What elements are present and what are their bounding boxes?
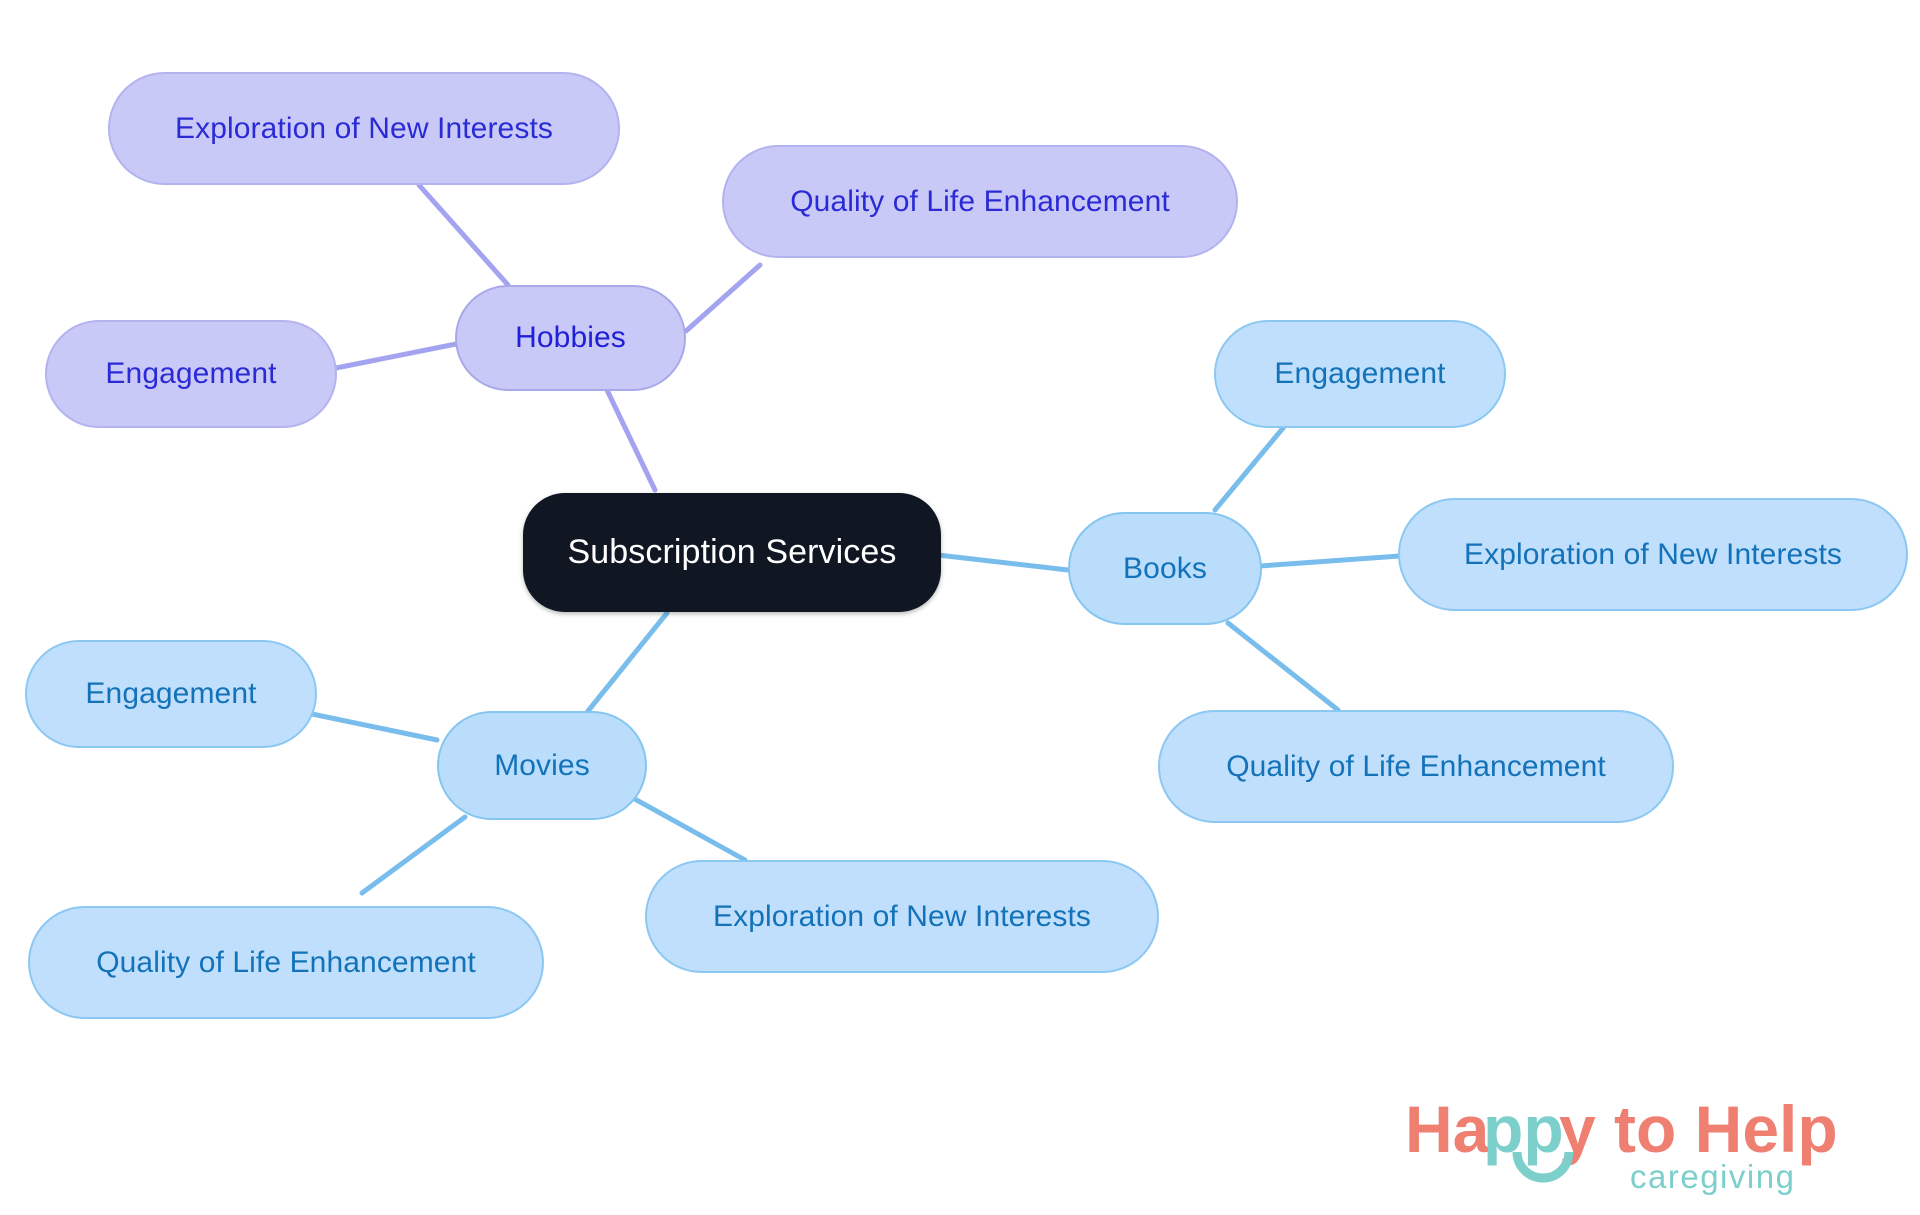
branch-node-movies[interactable]: Movies [437,711,647,820]
leaf-node-books-quality-of-life-enhancement[interactable]: Quality of Life Enhancement [1158,710,1674,823]
leaf-node-movies-engagement[interactable]: Engagement [25,640,317,748]
edge-movies-exploration [630,795,748,863]
logo-text-part1: Ha [1405,1092,1491,1166]
edge-root-books [935,552,1071,573]
leaf-node-movies-quality-of-life-enhancement[interactable]: Quality of Life Enhancement [28,906,544,1019]
branch-node-hobbies[interactable]: Hobbies [455,285,686,391]
edge-root-hobbies [604,387,658,493]
edge-root-movies [585,610,670,714]
logo-tagline: caregiving [1630,1158,1795,1195]
edge-hobbies-quality [683,262,763,334]
leaf-node-hobbies-exploration-of-new-interests[interactable]: Exploration of New Interests [108,72,620,185]
happy-to-help-logo: Ha pp y to Help caregiving [1405,1092,1838,1195]
branch-node-books[interactable]: Books [1068,512,1262,625]
leaf-node-movies-exploration-of-new-interests[interactable]: Exploration of New Interests [645,860,1159,973]
leaf-node-hobbies-engagement[interactable]: Engagement [45,320,337,428]
edge-movies-engagement [309,711,440,743]
edge-hobbies-engagement [333,341,459,371]
logo-smile-icon [1512,1151,1574,1183]
edge-books-engagement [1212,419,1291,513]
root-node-subscription-services[interactable]: Subscription Services [523,493,941,612]
edge-books-exploration [1257,553,1403,569]
logo-text-part3: y to Help [1559,1092,1838,1166]
leaf-node-books-engagement[interactable]: Engagement [1214,320,1506,428]
edge-movies-quality [359,814,468,896]
edge-books-quality [1225,620,1341,713]
edge-hobbies-exploration [416,182,511,288]
leaf-node-books-exploration-of-new-interests[interactable]: Exploration of New Interests [1398,498,1908,611]
leaf-node-hobbies-quality-of-life-enhancement[interactable]: Quality of Life Enhancement [722,145,1238,258]
logo-text-part2: pp [1483,1092,1564,1166]
